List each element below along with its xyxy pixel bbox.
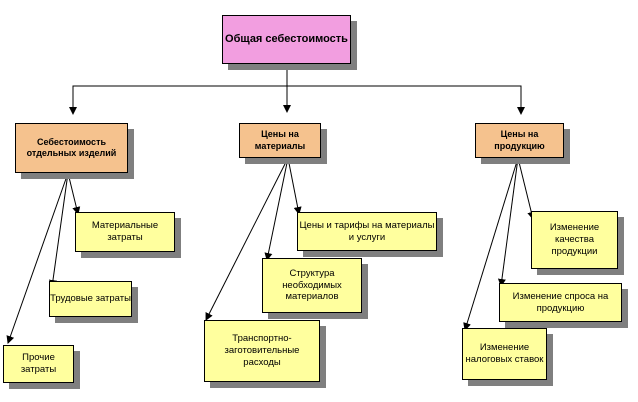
- leaf-label: Изменение качества продукции: [549, 222, 600, 257]
- leaf-node-labor-costs: Трудовые затраты: [49, 281, 132, 317]
- leaf-label: Изменение налоговых ставок: [465, 342, 544, 365]
- leaf-node-quality-change: Изменение качества продукции: [531, 211, 618, 269]
- leaf-node-material-tariffs: Цены и тарифы на материалы и услуги: [297, 212, 437, 251]
- leaf-label: Материальные затраты: [91, 220, 159, 243]
- center-to-structure-arrow: [264, 157, 289, 261]
- left-to-materials-arrow: [67, 172, 81, 215]
- right-to-tax-arrow: [463, 157, 519, 331]
- leaf-label: Трудовые затраты: [50, 293, 131, 305]
- root-label: Общая себестоимость: [225, 32, 348, 45]
- group-label: Себестоимость отдельных изделий: [26, 136, 117, 158]
- leaf-label: Транспортно-заготовительные расходы: [224, 333, 300, 368]
- root-node-total-cost: Общая себестоимость: [222, 15, 351, 64]
- leaf-node-material-costs: Материальные затраты: [75, 212, 175, 252]
- leaf-label: Изменение спроса на продукцию: [512, 290, 609, 314]
- leaf-label: Структура необходимых материалов: [282, 267, 342, 303]
- right-to-quality-arrow: [517, 157, 536, 220]
- left-to-other-arrow: [6, 172, 69, 344]
- right-to-demand-arrow: [497, 157, 519, 287]
- center-to-transport-arrow: [205, 157, 289, 321]
- group-node-item-cost: Себестоимость отдельных изделий: [15, 123, 128, 173]
- left-to-labor-arrow: [49, 172, 69, 288]
- leaf-node-transport-costs: Транспортно-заготовительные расходы: [204, 320, 320, 382]
- leaf-node-other-costs: Прочие затраты: [3, 345, 74, 383]
- leaf-label: Прочие затраты: [20, 352, 57, 375]
- group-label: Цены на материалы: [254, 129, 306, 151]
- root-bus-line: [72, 85, 522, 112]
- group-label: Цены на продукцию: [494, 129, 545, 151]
- leaf-node-demand-change: Изменение спроса на продукцию: [499, 283, 622, 322]
- leaf-node-material-structure: Структура необходимых материалов: [262, 258, 362, 313]
- group-node-product-prices: Цены на продукцию: [475, 123, 564, 158]
- leaf-node-tax-change: Изменение налоговых ставок: [462, 328, 547, 380]
- group-node-material-prices: Цены на материалы: [239, 123, 321, 158]
- center-to-prices-arrow: [287, 157, 302, 215]
- leaf-label: Цены и тарифы на материалы и услуги: [299, 219, 435, 243]
